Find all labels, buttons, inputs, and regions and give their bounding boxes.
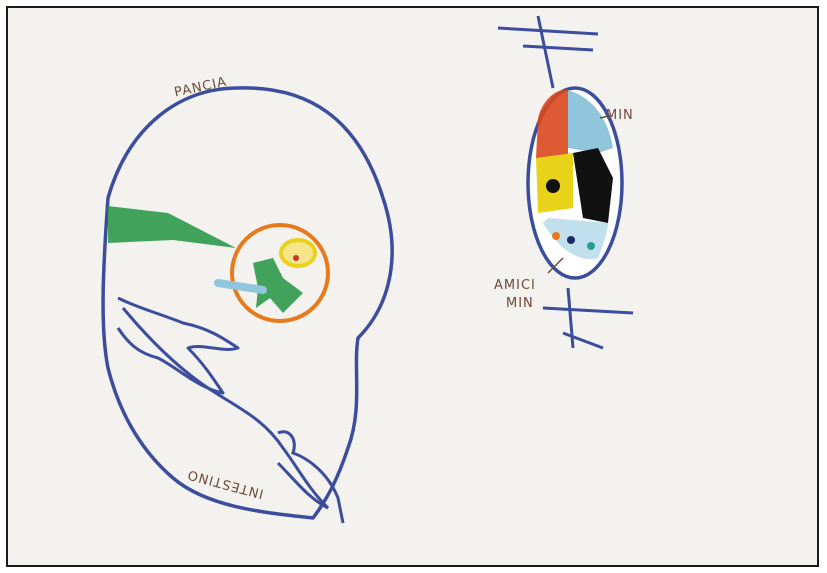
belly-outline	[103, 88, 392, 518]
green-stream	[108, 206, 236, 248]
small-figure-top-bars	[498, 28, 598, 50]
orange-dot	[552, 232, 560, 240]
black-dot	[546, 179, 560, 193]
label-amici-line1: AMICI	[494, 278, 536, 293]
label-mini: MIN	[606, 108, 634, 123]
small-figure-bottom-bars	[543, 308, 633, 348]
teal-dot	[587, 242, 595, 250]
label-amici-line2: MIN	[506, 296, 534, 311]
light-blue-stroke	[218, 283, 263, 290]
red-fill	[536, 90, 568, 158]
navy-dot	[567, 236, 575, 244]
intestine-hook	[278, 432, 343, 523]
red-dot	[293, 255, 299, 261]
drawing-paper: PANCIA INTESTINO MIN AMICI MIN	[6, 6, 819, 567]
yellow-blob	[281, 240, 315, 266]
drawing-canvas	[8, 8, 819, 567]
intestine-squiggle	[118, 298, 238, 393]
